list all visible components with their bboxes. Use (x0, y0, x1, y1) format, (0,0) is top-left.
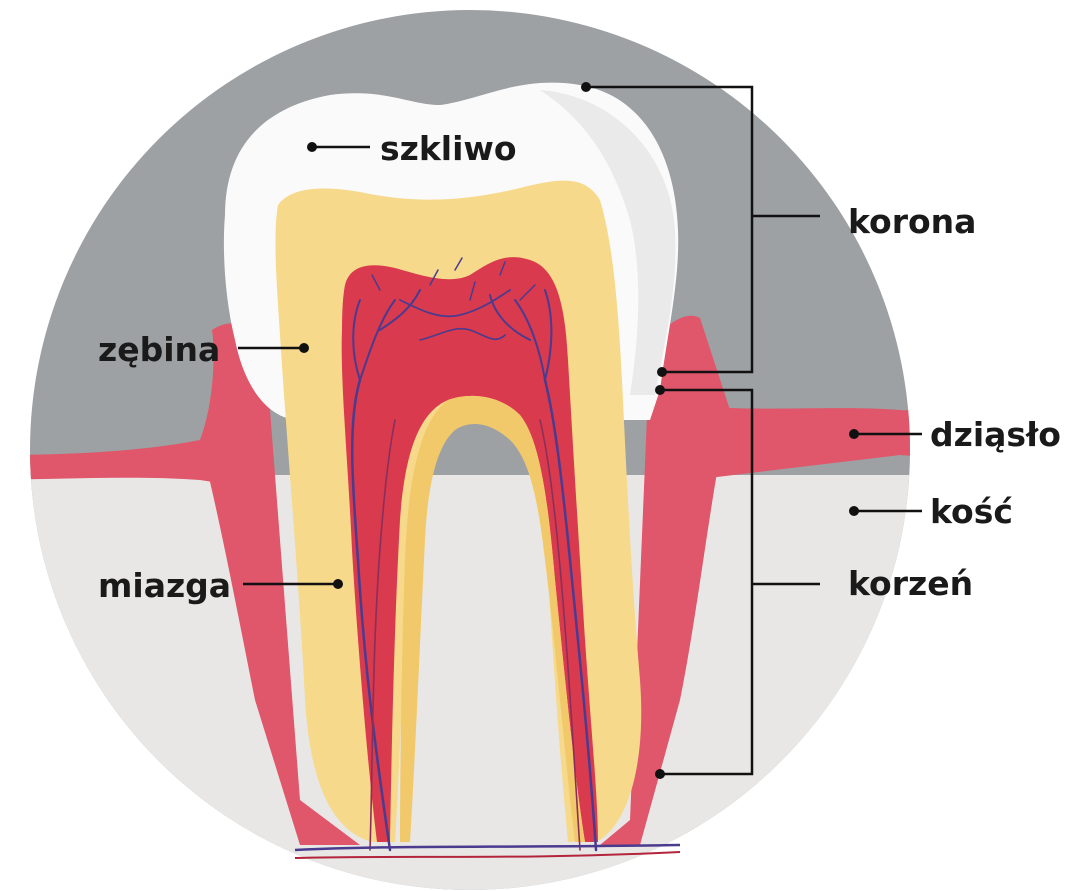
label-enamel: szkliwo (380, 129, 517, 168)
label-bone: kość (930, 492, 1013, 531)
label-pulp: miazga (98, 566, 231, 605)
label-crown: korona (848, 202, 976, 241)
label-root: korzeń (848, 564, 973, 603)
label-dentin: zębina (98, 330, 220, 369)
label-gum: dziąsło (930, 415, 1061, 454)
